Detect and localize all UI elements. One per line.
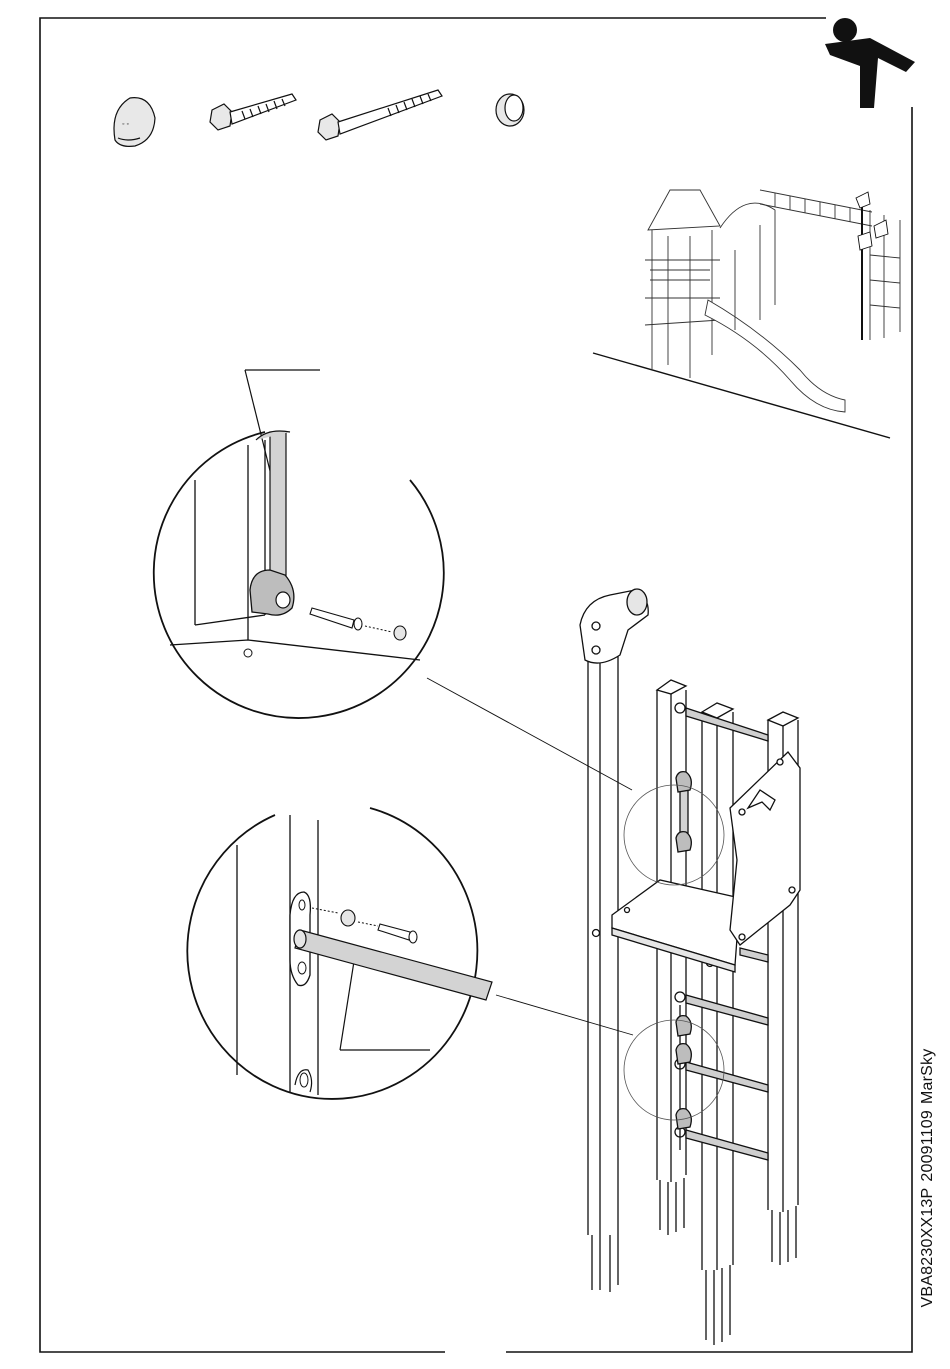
tower-assembly xyxy=(580,589,800,1345)
playground-overview xyxy=(593,190,900,438)
author-name: MarSky xyxy=(919,1049,936,1104)
item-number: VBA8230XX13P xyxy=(919,1188,936,1308)
date-code: 20091109 xyxy=(919,1110,936,1182)
document-code: VBA8230XX13P 20091109 MarSky xyxy=(919,1043,937,1308)
page-frame xyxy=(40,18,912,1352)
detail-lower-bracket xyxy=(187,808,492,1099)
cap-nut-icon: ◦ ◦ xyxy=(114,98,155,147)
cover-cap-icon xyxy=(496,94,524,126)
detail-top-bracket xyxy=(154,370,444,718)
short-lag-screw-icon xyxy=(210,94,296,130)
long-lag-screw-icon xyxy=(318,90,442,140)
jumping-figure-icon xyxy=(825,18,915,108)
hardware-parts: ◦ ◦ xyxy=(114,90,524,146)
svg-text:◦ ◦: ◦ ◦ xyxy=(122,121,129,128)
